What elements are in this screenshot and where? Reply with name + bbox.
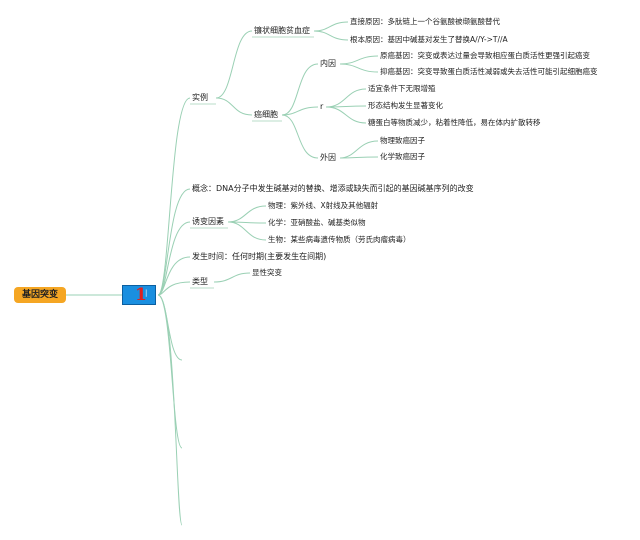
node-types[interactable]: 类型 bbox=[192, 277, 208, 286]
connector-root-cause bbox=[313, 30, 349, 41]
node-external-chemical[interactable]: 化学致癌因子 bbox=[380, 152, 425, 161]
node-proto-oncogene[interactable]: 原癌基因：突变或表达过量会导致相应蛋白质活性更强引起癌变 bbox=[380, 51, 590, 60]
connector-external bbox=[281, 114, 319, 159]
connector-t1 bbox=[325, 88, 367, 108]
connector-types bbox=[157, 281, 191, 296]
node-concept[interactable]: 概念：DNA分子中发生碱基对的替换、增添或缺失而引起的基因碱基序列的改变 bbox=[192, 184, 474, 193]
connector-e2 bbox=[339, 156, 379, 159]
connector-direct bbox=[313, 21, 349, 32]
connector-proto bbox=[339, 55, 379, 65]
connector-t3 bbox=[325, 106, 367, 124]
node-cancer[interactable]: 癌细胞 bbox=[254, 110, 278, 119]
node-external[interactable]: 外因 bbox=[320, 153, 336, 162]
connector-sickle bbox=[215, 30, 253, 99]
node-trait-3[interactable]: 糖蛋白等物质减少，粘着性降低，易在体内扩散转移 bbox=[368, 118, 541, 127]
connector-suppressor bbox=[339, 63, 379, 73]
center-number: 1 bbox=[135, 285, 147, 305]
node-inducer-biological[interactable]: 生物：某些病毒遗传物质（劳氏肉瘤病毒） bbox=[268, 235, 411, 244]
connector-empty-3 bbox=[157, 294, 183, 526]
node-external-physical[interactable]: 物理致癌因子 bbox=[380, 136, 425, 145]
connector-cancer bbox=[215, 97, 253, 116]
center-node[interactable]: 1 | bbox=[122, 285, 156, 305]
node-type-dominant[interactable]: 显性突变 bbox=[252, 268, 282, 277]
node-trait-1[interactable]: 适宜条件下无限增殖 bbox=[368, 84, 436, 93]
center-mark: | bbox=[145, 289, 148, 297]
connector-concept bbox=[157, 188, 191, 296]
node-inducer-physical[interactable]: 物理：紫外线、X射线及其他辐射 bbox=[268, 201, 379, 210]
connector-biological bbox=[227, 221, 267, 241]
connector-empty-2 bbox=[157, 294, 183, 449]
node-sickle-root-cause[interactable]: 根本原因：基因中碱基对发生了替换A//Y->T//A bbox=[350, 35, 508, 44]
connector-internal bbox=[281, 63, 319, 116]
root-node[interactable]: 基因突变 bbox=[14, 287, 66, 303]
node-inducers[interactable]: 诱变因素 bbox=[192, 217, 224, 226]
node-tumor-suppressor[interactable]: 抑癌基因：突变导致蛋白质活性减弱或失去活性可能引起细胞癌变 bbox=[380, 67, 598, 76]
node-examples[interactable]: 实例 bbox=[192, 93, 208, 102]
node-sickle[interactable]: 镰状细胞贫血症 bbox=[254, 26, 310, 35]
node-internal[interactable]: 内因 bbox=[320, 59, 336, 68]
node-sickle-direct[interactable]: 直接原因：多肽链上一个谷氨酸被缬氨酸替代 bbox=[350, 17, 500, 26]
connector-physical bbox=[227, 205, 267, 223]
node-time[interactable]: 发生时间：任何时期(主要发生在间期) bbox=[192, 252, 327, 261]
connector-e1 bbox=[339, 140, 379, 159]
node-inducer-chemical[interactable]: 化学：亚硝酸盐、碱基类似物 bbox=[268, 218, 366, 227]
node-trait-2[interactable]: 形态结构发生显著变化 bbox=[368, 101, 443, 110]
connector-traits bbox=[281, 106, 319, 116]
node-traits[interactable]: r bbox=[320, 102, 324, 111]
connector-time bbox=[157, 256, 191, 296]
connector-dominant bbox=[213, 272, 251, 283]
